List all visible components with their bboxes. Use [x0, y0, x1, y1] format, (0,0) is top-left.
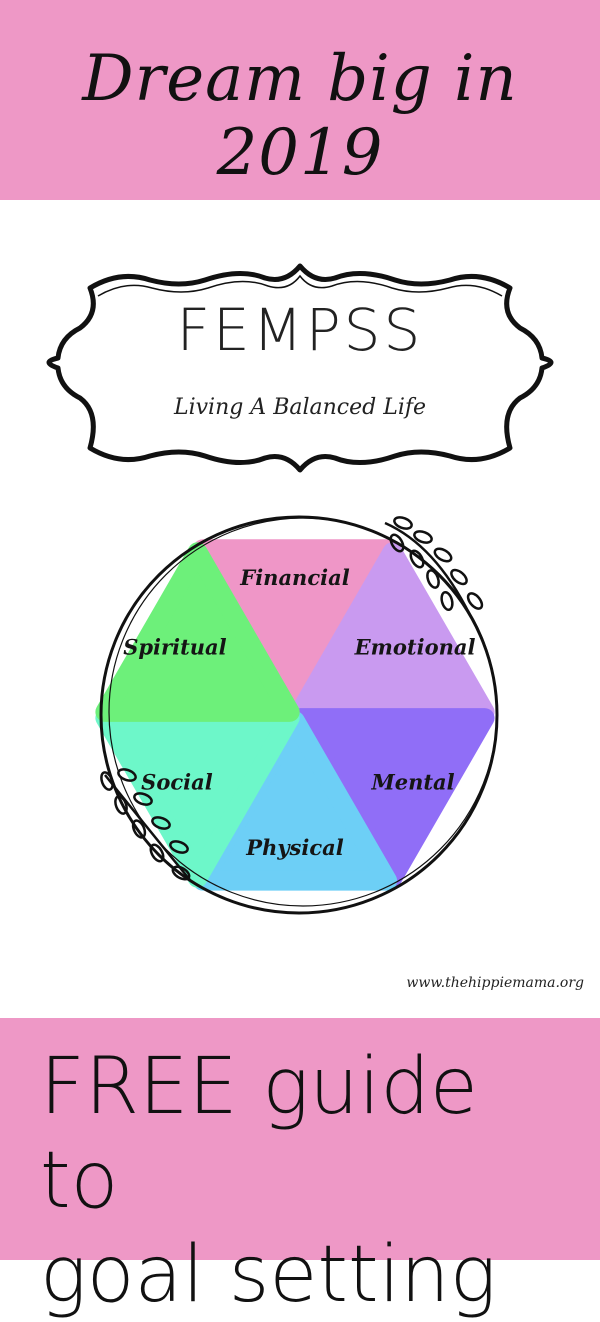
wheel-label-mental: Mental [370, 770, 454, 795]
wheel-segment-spiritual [95, 542, 300, 722]
ornate-frame [46, 263, 554, 473]
footer-callout: FREE guide to goal setting [40, 1040, 580, 1322]
footer-line-1: FREE guide to [40, 1042, 478, 1226]
wheel-label-social: Social [141, 770, 213, 795]
headline: Dream big in 2019 [82, 42, 518, 190]
wheel-label-financial: Financial [239, 565, 349, 590]
wheel-label-physical: Physical [245, 835, 343, 860]
wheel-label-emotional: Emotional [354, 634, 476, 659]
laurel-bottom-left-icon [100, 768, 191, 881]
top-banner [0, 0, 600, 200]
website-credit: www.thehippiemama.org [406, 975, 584, 991]
wheel-outline-inner [108, 517, 498, 907]
badge-title: FEMPSS [176, 296, 424, 364]
bottom-banner [0, 1018, 600, 1260]
badge-tagline: Living A Balanced Life [173, 395, 427, 420]
wheel-label-spiritual: Spiritual [123, 634, 226, 659]
laurel-top-right-icon [384, 516, 484, 616]
footer-line-2: goal setting [40, 1230, 497, 1320]
wheel-segments [95, 539, 495, 891]
